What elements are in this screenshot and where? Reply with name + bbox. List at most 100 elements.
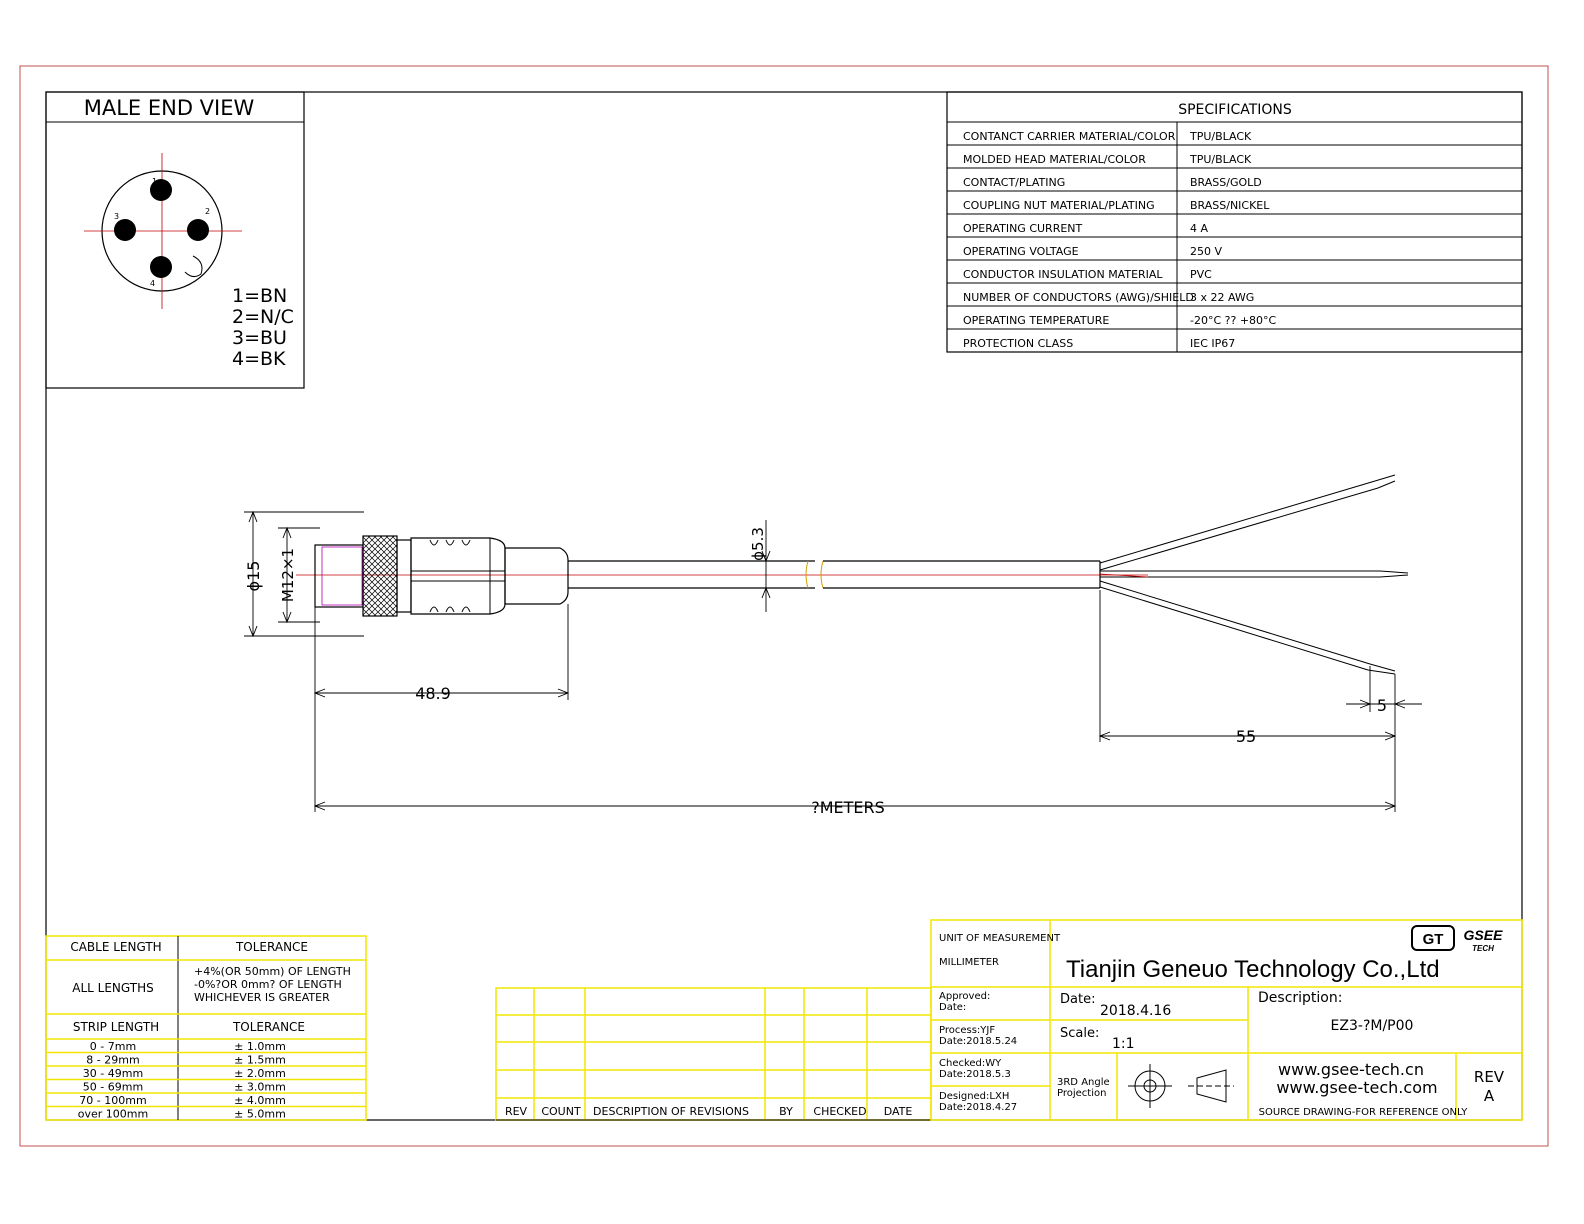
checked-label: Checked:WY [939,1058,1002,1069]
gsee-logo: GT GSEE TECH [1411,925,1504,953]
rev-value: A [1484,1087,1495,1105]
approved-label: Approved: [939,991,990,1002]
wire-upper [1099,480,1379,571]
revisions-table: REV COUNT DESCRIPTION OF REVISIONS BY CH… [495,987,932,1121]
unit-label: UNIT OF MEASUREMENT [939,933,1061,944]
tol-all-line-3: WHICHEVER IS GREATER [194,991,330,1004]
spec-rows: CONTANCT CARRIER MATERIAL/COLOR TPU/BLACK… [947,130,1522,350]
strip-tolerance: ± 1.0mm [234,1040,286,1053]
dim-lead-label: 55 [1236,727,1256,746]
strain-relief [504,547,569,605]
wire-middle [1100,570,1380,578]
spec-label: OPERATING VOLTAGE [963,245,1079,258]
company-name: Tianjin Geneuo Technology Co.,Ltd [1066,956,1440,983]
url-com: www.gsee-tech.com [1276,1078,1437,1097]
scale-value: 1:1 [1112,1036,1135,1052]
strip-length: 8 - 29mm [86,1054,139,1067]
dim-total-arrows [313,801,1397,811]
spec-value: PVC [1190,268,1212,281]
process-label: Process:YJF [939,1025,995,1036]
strip-length: over 100mm [78,1108,148,1121]
grip-ribs-bottom [429,606,471,613]
scale-label: Scale: [1060,1026,1099,1041]
tol-all-line-1: +4%(OR 50mm) OF LENGTH [194,965,351,978]
rev-col-rev: REV [505,1105,528,1118]
logo-mark: GT [1423,931,1444,948]
pin-top [150,179,172,201]
rev-col-count: COUNT [541,1105,581,1118]
dim-head-arrows [313,688,570,698]
wire-lower-strip [1367,663,1396,675]
strip-length: 50 - 69mm [83,1081,143,1094]
outer-frame [19,65,1549,1147]
strip-length: 70 - 100mm [79,1094,146,1107]
pin-legend-4: 4=BK [232,348,286,370]
tol-header-length: CABLE LENGTH [70,940,161,954]
spec-label: COUPLING NUT MATERIAL/PLATING [963,199,1155,212]
pin-right [187,219,209,241]
strip-tolerance: ± 4.0mm [234,1094,286,1107]
tolerance-table: CABLE LENGTH TOLERANCE ALL LENGTHS +4%(O… [45,935,367,1121]
strip-header-tolerance: TOLERANCE [232,1020,305,1034]
tol-border [45,935,367,1121]
dim-head-label: 48.9 [415,684,451,703]
pin-number-4: 4 [150,279,155,288]
rev-grid [496,988,931,1120]
thread-profile [321,546,363,606]
spec-value: TPU/BLACK [1189,130,1252,143]
dim-dia15-arrows [248,510,258,638]
rev-col-date: DATE [884,1105,913,1118]
spec-label: CONTANCT CARRIER MATERIAL/COLOR [963,130,1176,143]
spec-label: OPERATING CURRENT [963,222,1083,235]
spec-label: PROTECTION CLASS [963,337,1073,350]
logo-name: GSEE [1464,927,1504,943]
logo-badge [1411,925,1455,951]
strip-length: 30 - 49mm [83,1067,143,1080]
wire-middle-strip [1379,570,1409,578]
wire-lower [1099,580,1371,671]
description-label: Description: [1258,990,1342,1006]
nut-collar [396,539,412,613]
designed-label: Designed:LXH [939,1091,1009,1102]
pin-number-3: 3 [114,212,119,221]
pin-left [114,219,136,241]
source-note: SOURCE DRAWING-FOR REFERENCE ONLY [1259,1107,1469,1118]
dim-total-label: ?METERS [811,798,885,817]
strip-row-lines [46,1051,366,1108]
spec-border [946,91,1523,353]
wire-red-trace [1099,573,1149,578]
date-value: 2018.4.16 [1100,1003,1171,1019]
rev-col-description: DESCRIPTION OF REVISIONS [593,1105,749,1118]
spec-title: SPECIFICATIONS [1178,102,1292,118]
cable-side-view [296,474,1409,675]
tol-all-line-2: -0%?OR 0mm? OF LENGTH [194,978,342,991]
approved-date: Date: [939,1002,966,1013]
pin-bottom [150,256,172,278]
pin-number-1: 1 [152,177,157,186]
checked-date: Date:2018.5.3 [939,1069,1011,1080]
spec-value: 4 A [1190,222,1208,235]
strip-tolerance: ± 1.5mm [234,1054,286,1067]
process-date: Date:2018.5.24 [939,1036,1017,1047]
strip-tolerance: ± 3.0mm [234,1081,286,1094]
spec-value: BRASS/NICKEL [1190,199,1270,212]
dim-strip-arrows [1359,699,1406,709]
wire-upper-strip [1374,474,1396,489]
dim-dia15-label: ϕ15 [244,561,263,592]
spec-value: IEC IP67 [1190,337,1235,350]
pin-number-2: 2 [205,207,210,216]
dim-lead-arrows [1098,731,1397,741]
strip-tolerance: ± 2.0mm [234,1067,286,1080]
spec-value: 250 V [1190,245,1222,258]
tol-header-tolerance: TOLERANCE [235,940,308,954]
projection-line-2: Projection [1057,1088,1106,1099]
dim-cable-label: ϕ5.3 [749,527,767,561]
spec-label: CONTACT/PLATING [963,176,1065,189]
dim-cable-arrows [761,550,771,599]
strip-tolerance: ± 5.0mm [234,1108,286,1121]
third-angle-projection-symbol [1128,1064,1234,1108]
rev-col-by: BY [779,1105,793,1118]
url-cn: www.gsee-tech.cn [1278,1060,1424,1079]
spec-label: MOLDED HEAD MATERIAL/COLOR [963,153,1146,166]
